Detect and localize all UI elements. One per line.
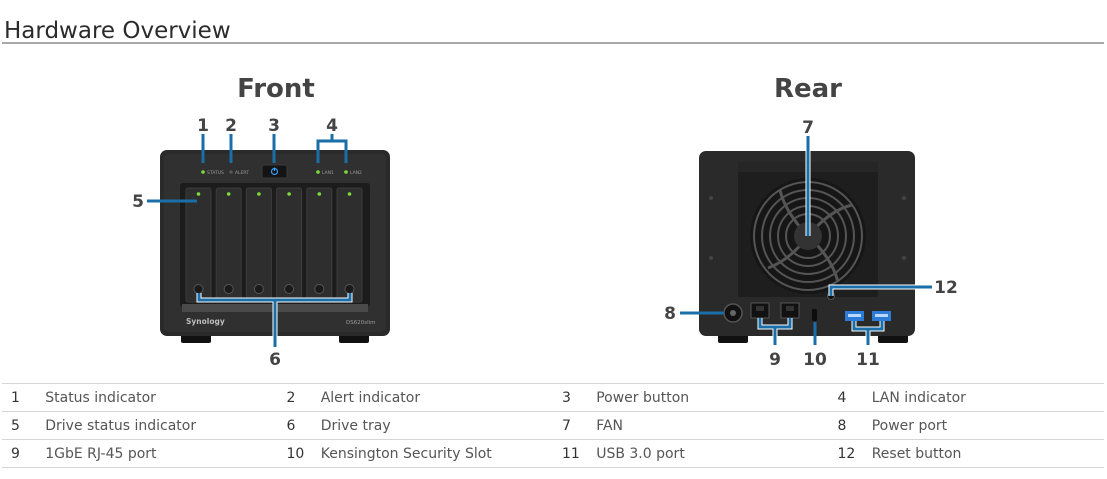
model-label: DS620slim <box>346 320 376 326</box>
legend-number: 4 <box>828 383 872 412</box>
drive-status-led <box>257 192 261 196</box>
front-device: STATUS ALERT LAN1 LAN2 Synology DS620sli… <box>160 150 390 343</box>
usb-port-1-tongue <box>848 314 861 317</box>
callout-9: 9 <box>769 350 781 370</box>
callout-9-bracket <box>758 318 792 345</box>
legend-number: 9 <box>2 439 46 468</box>
callout-5: 5 <box>132 192 144 212</box>
callout-3: 3 <box>268 116 280 136</box>
drive-tray-latch <box>223 284 234 294</box>
drive-trays <box>185 187 363 303</box>
lan2-led <box>344 170 348 174</box>
legend-table: 1 Status indicator 2 Alert indicator 3 P… <box>2 383 1104 468</box>
legend-label: LAN indicator <box>871 383 1104 412</box>
legend-number: 8 <box>828 411 872 440</box>
lan1-led-label: LAN1 <box>322 170 334 176</box>
drive-status-led <box>317 192 322 196</box>
rear-screw <box>709 196 713 200</box>
kensington-slot <box>812 309 817 321</box>
callout-4: 4 <box>326 116 338 136</box>
callout-11-bracket <box>852 321 884 345</box>
callout-11: 11 <box>856 350 880 370</box>
legend-number: 11 <box>552 439 597 468</box>
rear-screw <box>902 196 906 200</box>
legend-label: Reset button <box>871 439 1104 468</box>
alert-led-label: ALERT <box>235 170 249 176</box>
legend-label: Kensington Security Slot <box>320 439 553 468</box>
callout-2: 2 <box>225 116 237 136</box>
legend-label: Drive status indicator <box>45 411 278 440</box>
callout-7: 7 <box>802 118 814 138</box>
legend-label: FAN <box>596 411 829 440</box>
rj45-port-1-pins <box>756 306 764 311</box>
legend-number: 2 <box>277 383 321 412</box>
legend-number: 6 <box>277 411 321 440</box>
callout-12-line <box>829 285 932 296</box>
drive-tray-latch <box>344 284 355 294</box>
usb-port-2-tongue <box>875 314 888 317</box>
lan1-led <box>316 170 320 174</box>
page-title: Hardware Overview <box>4 18 231 45</box>
drive-tray-latch <box>314 284 325 294</box>
callout-1: 1 <box>197 116 209 136</box>
rear-screw <box>709 256 713 260</box>
legend-number: 12 <box>828 439 872 468</box>
alert-led <box>229 170 233 174</box>
status-led-label: STATUS <box>207 170 224 176</box>
legend-number: 10 <box>277 439 321 468</box>
hardware-diagram: Front Rear STATUS ALERT LAN1 LAN2 Synolo… <box>132 74 958 370</box>
rj45-port-2-pins <box>786 306 794 311</box>
legend-row: 1 Status indicator 2 Alert indicator 3 P… <box>2 383 1104 412</box>
rear-callouts: 7 8 9 10 11 12 <box>664 118 958 370</box>
lan2-led-label: LAN2 <box>350 170 362 176</box>
drive-tray-latch <box>253 284 264 294</box>
drive-status-led <box>196 192 201 196</box>
legend-label: USB 3.0 port <box>596 439 829 468</box>
callout-8: 8 <box>664 304 676 324</box>
legend-label: Status indicator <box>45 383 278 412</box>
callout-6: 6 <box>269 350 281 370</box>
legend-label: Power button <box>596 383 829 412</box>
rear-view-title: Rear <box>774 74 842 104</box>
callout-4-bracket <box>316 134 348 163</box>
drive-status-led <box>226 192 231 196</box>
callout-12: 12 <box>934 278 958 298</box>
legend-number: 7 <box>552 411 597 440</box>
legend-label: Alert indicator <box>320 383 553 412</box>
legend-row: 5 Drive status indicator 6 Drive tray 7 … <box>2 411 1104 440</box>
drive-tray-latch <box>193 284 204 294</box>
callout-10: 10 <box>803 350 827 370</box>
legend-number: 5 <box>2 411 46 440</box>
status-led <box>201 170 205 174</box>
power-button <box>261 164 288 179</box>
rear-screw <box>902 256 906 260</box>
drive-status-led <box>347 192 352 196</box>
legend-number: 1 <box>2 383 46 412</box>
title-divider <box>2 42 1104 44</box>
legend-row: 9 1GbE RJ-45 port 10 Kensington Security… <box>2 439 1104 468</box>
legend-label: Drive tray <box>320 411 553 440</box>
drive-tray-latch <box>284 284 295 294</box>
callout-6-bracket <box>197 293 352 347</box>
drive-status-led <box>287 192 291 196</box>
legend-number: 3 <box>552 383 597 412</box>
legend-label: 1GbE RJ-45 port <box>45 439 278 468</box>
power-port-pin <box>730 310 736 316</box>
front-view-title: Front <box>237 74 315 104</box>
brand-logo: Synology <box>186 317 225 326</box>
legend-label: Power port <box>871 411 1104 440</box>
front-callouts: 1 2 3 4 5 6 <box>132 116 353 370</box>
